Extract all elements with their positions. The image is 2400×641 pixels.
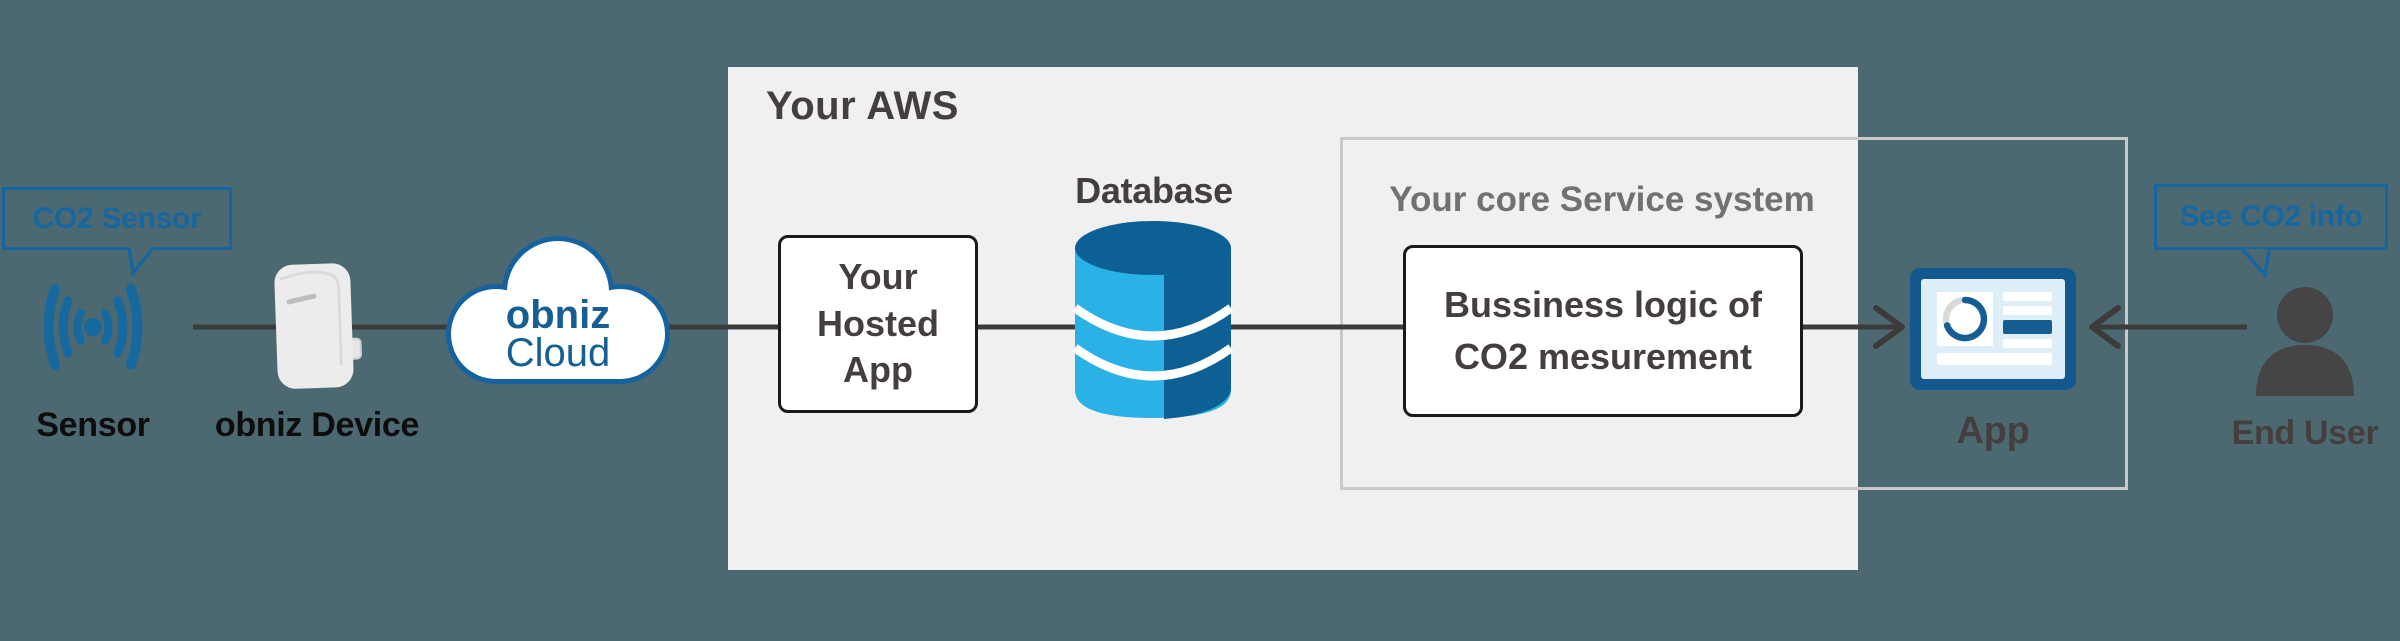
database-cylinder-icon — [1072, 221, 1234, 419]
obniz-device-label: obniz Device — [214, 406, 420, 444]
cloud-icon: obniz Cloud — [446, 236, 670, 384]
obniz-device-icon — [274, 263, 362, 389]
callout-tail-icon — [128, 246, 154, 276]
callout-tail-icon — [2242, 248, 2271, 278]
person-icon — [2256, 287, 2354, 396]
arrowhead-right-icon — [1873, 305, 1905, 349]
core-service-title: Your core Service system — [1389, 180, 1815, 219]
core-service-panel — [1340, 137, 2128, 490]
wireless-signal-icon — [43, 284, 143, 370]
obniz-cloud-label-line2: Cloud — [506, 331, 611, 375]
obniz-cloud-label-line1: obniz — [506, 293, 610, 337]
app-label: App — [1956, 410, 2030, 452]
database-label: Database — [1075, 170, 1233, 211]
co2-sensor-callout: CO2 Sensor — [2, 187, 232, 250]
business-logic-node: Bussiness logic of CO2 mesurement — [1403, 245, 1803, 417]
sensor-label: Sensor — [36, 406, 150, 444]
dashboard-app-icon — [1910, 268, 2076, 390]
arrowhead-left-icon — [2089, 305, 2121, 349]
aws-panel-title: Your AWS — [766, 84, 959, 128]
see-co2-info-callout: See CO2 info — [2154, 184, 2388, 250]
end-user-label: End User — [2231, 414, 2379, 452]
hosted-app-node: Your Hosted App — [778, 235, 978, 413]
